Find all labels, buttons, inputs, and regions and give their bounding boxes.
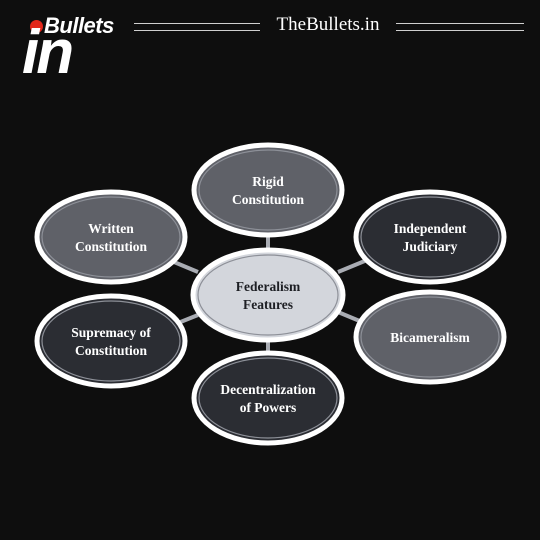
- header-rule-right: [396, 23, 524, 31]
- bullets-in-logo: Bullets in: [22, 13, 142, 87]
- feature-node-decentralization-of-powers-inner-ring: [198, 357, 338, 439]
- center-node: [190, 247, 346, 343]
- feature-node-independent-judiciary-inner-ring: [360, 196, 500, 278]
- feature-label-decentralization-of-powers-line: Decentralization: [220, 382, 316, 397]
- feature-label-written-constitution-line: Written: [88, 221, 134, 236]
- feature-label-bicameralism: Bicameralism: [390, 330, 470, 345]
- feature-node-written-constitution-inner-ring: [41, 196, 181, 278]
- feature-label-bicameralism-line: Bicameralism: [390, 330, 470, 345]
- feature-node-independent-judiciary: [353, 189, 507, 285]
- feature-node-rigid-constitution-inner-ring: [198, 149, 338, 231]
- center-node-label-line: Features: [243, 297, 293, 312]
- feature-label-independent-judiciary-line: Judiciary: [403, 239, 458, 254]
- feature-node-decentralization-of-powers: [191, 350, 345, 446]
- connector-written-constitution: [173, 260, 199, 274]
- logo-red-dot: [30, 20, 43, 33]
- feature-node-written-constitution: [34, 189, 188, 285]
- feature-node-supremacy-of-constitution: [34, 293, 188, 389]
- feature-label-decentralization-of-powers: Decentralization of Powers: [220, 382, 316, 415]
- center-node-label-line: Federalism: [236, 279, 301, 294]
- feature-label-rigid-constitution-line: Rigid: [252, 174, 284, 189]
- feature-node-bicameralism-inner-ring: [360, 296, 500, 378]
- connector-supremacy-of-constitution: [177, 313, 199, 325]
- feature-label-supremacy-of-constitution-line: Constitution: [75, 343, 148, 358]
- feature-label-supremacy-of-constitution: Supremacy of Constitution: [71, 325, 151, 358]
- feature-node-supremacy-of-constitution-inner-ring: [41, 300, 181, 382]
- center-node-inner-ring: [197, 254, 339, 336]
- feature-node-rigid-constitution: [191, 142, 345, 238]
- connector-bicameralism: [337, 310, 363, 324]
- feature-label-decentralization-of-powers-line: of Powers: [240, 400, 297, 415]
- feature-label-independent-judiciary-line: Independent: [394, 221, 467, 236]
- feature-label-rigid-constitution-line: Constitution: [232, 192, 305, 207]
- logo-in-mark: in: [22, 18, 74, 87]
- feature-node-bicameralism: [353, 289, 507, 385]
- feature-label-supremacy-of-constitution-line: Supremacy of: [71, 325, 151, 340]
- feature-label-written-constitution-line: Constitution: [75, 239, 148, 254]
- header-rule-left: [134, 23, 260, 31]
- site-title: TheBullets.in: [276, 14, 380, 35]
- logo-word: Bullets: [44, 13, 114, 38]
